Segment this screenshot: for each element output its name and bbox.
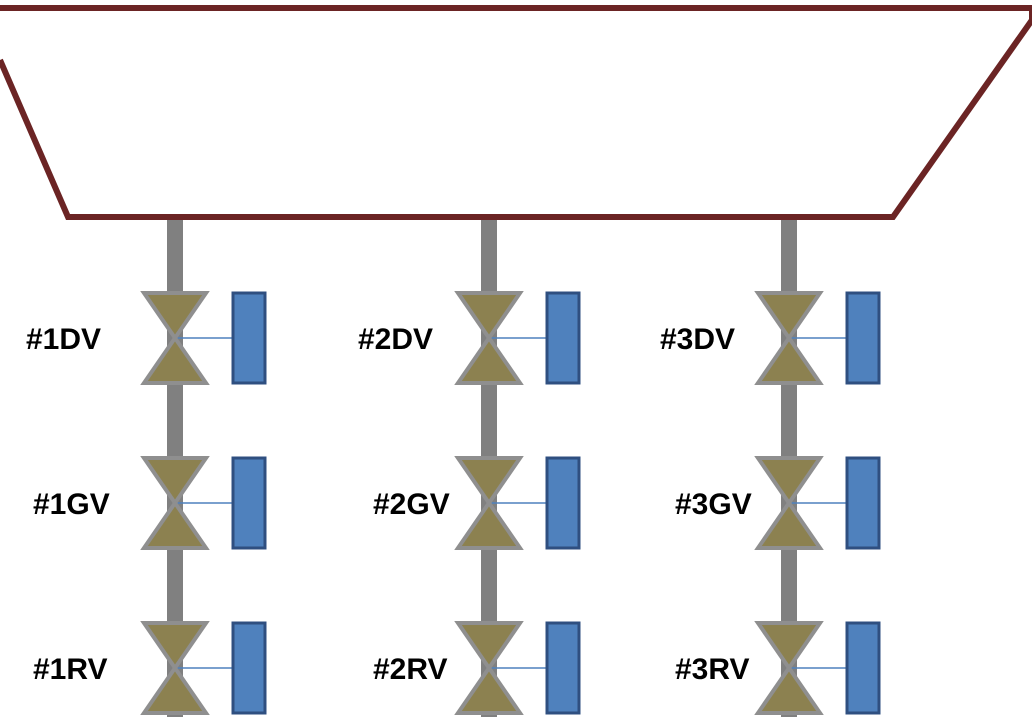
valve-1rv[interactable]: #1RV — [33, 621, 267, 715]
gate-valve-icon — [140, 291, 210, 342]
valve-2dv[interactable]: #2DV — [358, 291, 581, 385]
actuator-box — [231, 291, 267, 385]
valve-3dv[interactable]: #3DV — [660, 291, 881, 385]
gate-valve-icon — [754, 621, 824, 672]
tank-outline — [0, 5, 1032, 220]
valve-label: #3RV — [675, 653, 750, 686]
valve-label: #1RV — [33, 653, 108, 686]
valve-label: #1DV — [26, 323, 101, 356]
gate-valve-icon — [754, 664, 824, 715]
gate-valve-icon — [754, 291, 824, 342]
gate-valve-icon — [454, 456, 524, 507]
valve-label: #2RV — [373, 653, 448, 686]
actuator-box — [545, 291, 581, 385]
valve-label: #3DV — [660, 323, 735, 356]
valve-label: #2GV — [373, 488, 450, 521]
gate-valve-icon — [140, 334, 210, 385]
gate-valve-icon — [454, 291, 524, 342]
valve-1dv[interactable]: #1DV — [26, 291, 267, 385]
actuator-box — [231, 456, 267, 550]
actuator-box — [231, 621, 267, 715]
valve-3gv[interactable]: #3GV — [675, 456, 881, 550]
actuator-box — [845, 456, 881, 550]
gate-valve-icon — [140, 499, 210, 550]
valve-1gv[interactable]: #1GV — [33, 456, 267, 550]
gate-valve-icon — [754, 499, 824, 550]
gate-valve-icon — [454, 621, 524, 672]
actuator-box — [845, 621, 881, 715]
gate-valve-icon — [140, 664, 210, 715]
valve-2rv[interactable]: #2RV — [373, 621, 581, 715]
valves: #1DV #1GV #1RV #2DV #2GV #2RV #3DV #3GV #3RV — [26, 291, 881, 715]
valve-label: #1GV — [33, 488, 110, 521]
gate-valve-icon — [454, 664, 524, 715]
valve-3rv[interactable]: #3RV — [675, 621, 881, 715]
actuator-box — [545, 456, 581, 550]
valve-2gv[interactable]: #2GV — [373, 456, 581, 550]
valve-label: #2DV — [358, 323, 433, 356]
valve-label: #3GV — [675, 488, 752, 521]
gate-valve-icon — [754, 334, 824, 385]
actuator-box — [845, 291, 881, 385]
actuator-box — [545, 621, 581, 715]
gate-valve-icon — [754, 456, 824, 507]
gate-valve-icon — [454, 334, 524, 385]
gate-valve-icon — [140, 621, 210, 672]
gate-valve-icon — [454, 499, 524, 550]
gate-valve-icon — [140, 456, 210, 507]
